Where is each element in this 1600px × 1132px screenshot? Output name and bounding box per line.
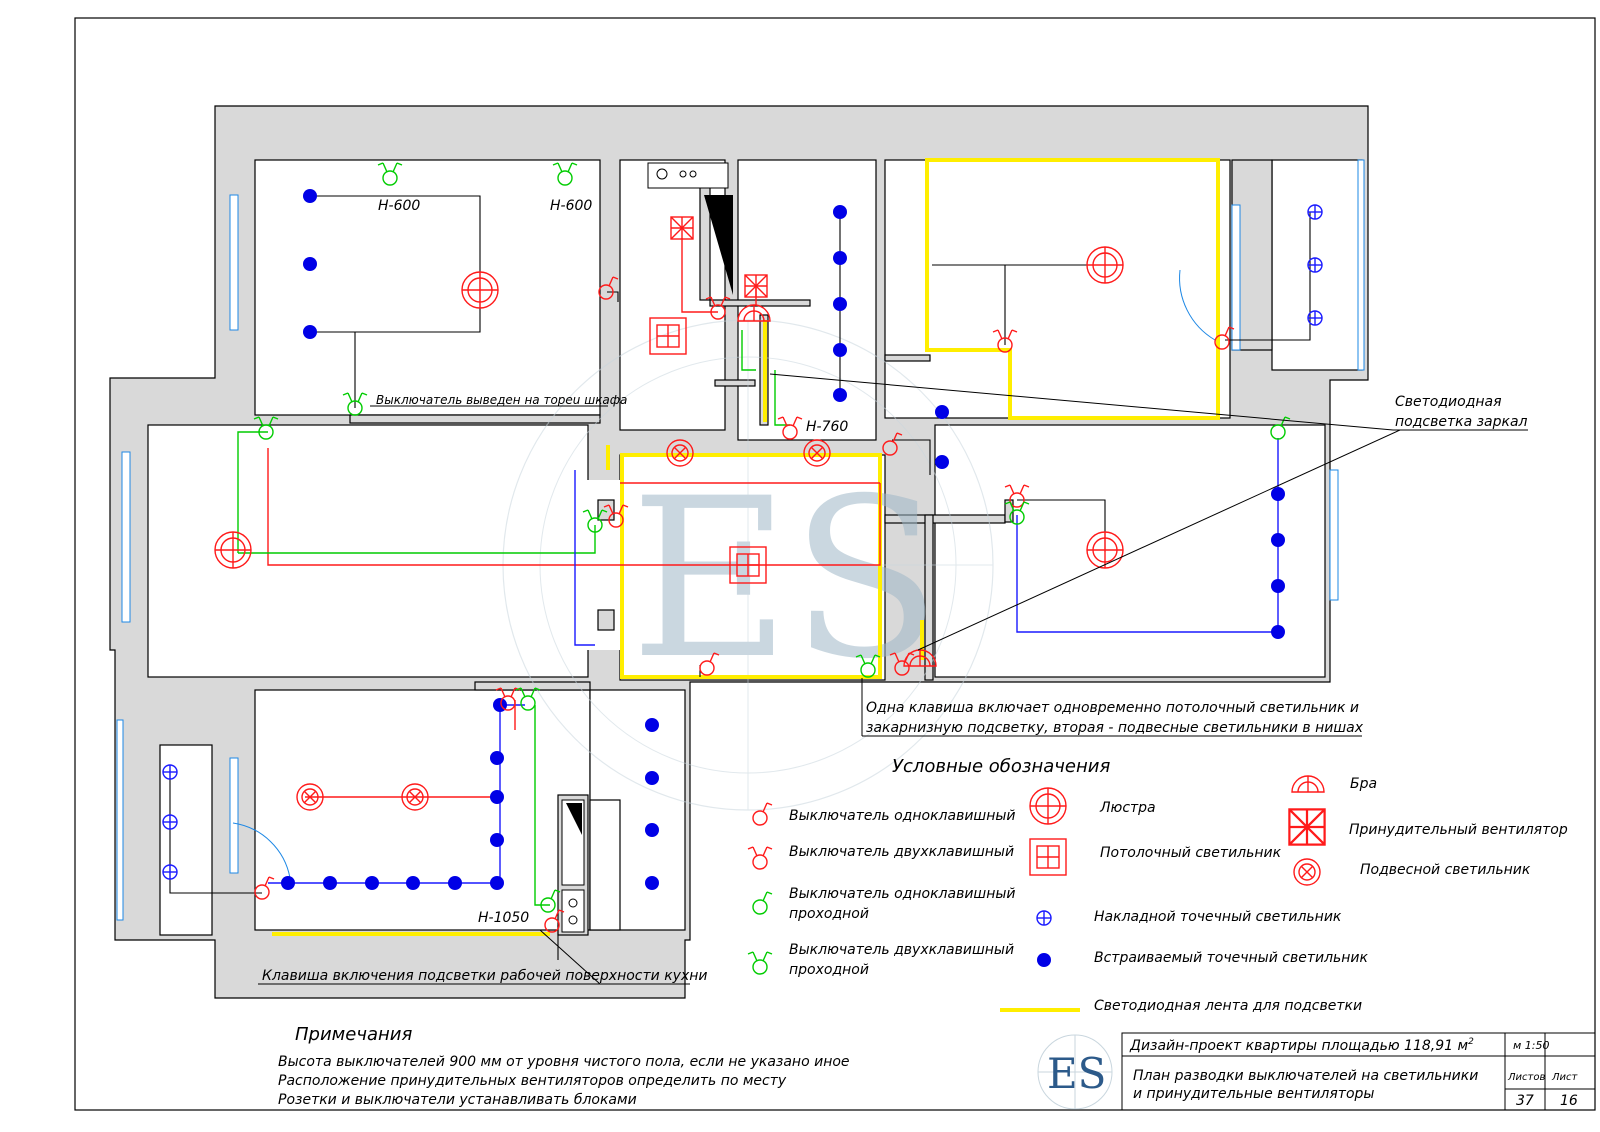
chandelier: [1086, 531, 1124, 569]
exhaust-fan: [744, 274, 768, 298]
scale: м 1:50: [1513, 1039, 1550, 1052]
chandelier: [1086, 246, 1124, 284]
legend-item: Подвесной светильник: [1360, 862, 1531, 878]
surface-spot: [162, 814, 178, 830]
legend-pass-switch-2key-icon: [747, 951, 773, 975]
legend-item: Потолочный светильник: [1100, 845, 1282, 861]
notes-title: Примечания: [295, 1024, 412, 1045]
height-label: Н-1050: [478, 910, 529, 926]
legend-item: Принудительный вентилятор: [1349, 822, 1568, 838]
chandelier: [214, 531, 252, 569]
legend-item: Люстра: [1099, 800, 1156, 816]
kitchen-note: Клавиша включения подсветки рабочей пове…: [262, 968, 707, 984]
surface-spot: [162, 764, 178, 780]
note-line: Расположение принудительных вентиляторов…: [278, 1073, 787, 1089]
led-strips: [272, 158, 1220, 936]
sheet-frame: [74, 17, 1596, 1111]
legend-item: проходной: [789, 906, 869, 922]
project-title: Дизайн-проект квартиры площадью 118,91 м…: [1129, 1037, 1474, 1054]
room-loggia-sw: [159, 744, 213, 936]
legend-ceiling-light-icon: [1029, 838, 1067, 876]
note-line: Розетки и выключатели устанавливать блок…: [278, 1092, 637, 1108]
chandelier: [461, 271, 499, 309]
surface-spot: [1307, 310, 1323, 326]
legend-item: Встраиваемый точечный светильник: [1094, 950, 1369, 966]
legend-item: проходной: [789, 962, 869, 978]
col-sheets: Листов: [1507, 1072, 1545, 1083]
surface-spot: [162, 864, 178, 880]
room-hall: [619, 454, 886, 681]
legend-sconce-icon: [1291, 775, 1325, 793]
room-utility: [589, 799, 621, 931]
legend-pass-switch-1key-icon: [752, 891, 773, 915]
legend-recessed-spot-icon: [1037, 953, 1051, 967]
legend-item: Накладной точечный светильник: [1094, 909, 1342, 925]
cabinet-note: Выключатель выведен на тореu шкафа: [376, 393, 627, 407]
note-line: Высота выключателей 900 мм от уровня чис…: [278, 1054, 850, 1070]
sheet-value: 16: [1560, 1093, 1578, 1109]
legend-item: Выключатель одноклавишный: [789, 886, 1016, 902]
legend-item: Выключатель одноклавишный: [789, 808, 1016, 824]
legend-surface-spot-icon: [1036, 910, 1052, 926]
room-bedroom-e: [934, 424, 1326, 678]
legend-title: Условные обозначения: [892, 756, 1110, 777]
room-kitchen: [254, 689, 591, 931]
col-sheet: Лист: [1551, 1072, 1579, 1083]
legend-item: Выключатель двухклавишный: [789, 942, 1014, 958]
recessed-spot: [303, 257, 317, 271]
title-block: ES Дизайн-проект квартиры площадью 118,9…: [1037, 1032, 1596, 1111]
fixtures: [162, 162, 1323, 933]
niche-note: Одна клавиша включает одновременно потол…: [866, 700, 1359, 716]
legend-item: Бра: [1350, 776, 1377, 792]
legend-fan-icon: [1288, 808, 1326, 846]
height-label: Н-760: [806, 419, 848, 435]
led-mirror-note: Светодиодная: [1395, 394, 1502, 410]
plan-labels: Н-600 Н-600 Н-760 Н-1050 Выключатель выв…: [258, 198, 1528, 985]
niche-note: закарнизную подсветку, вторая - подвесны…: [866, 720, 1364, 736]
sheet-title: и принудительные вентиляторы: [1133, 1086, 1374, 1102]
sheet-title: План разводки выключателей на светильник…: [1133, 1068, 1478, 1084]
legend-item: Выключатель двухклавишный: [789, 844, 1014, 860]
surface-spot: [1307, 204, 1323, 220]
exhaust-fan: [670, 216, 694, 240]
wiring: [169, 195, 1311, 960]
legend-switch-2key-icon: [747, 846, 773, 870]
room-living: [147, 424, 589, 678]
legend-pendant-icon: [1293, 858, 1321, 886]
legend-item: Светодиодная лента для подсветки: [1094, 998, 1362, 1014]
legend-chandelier-icon: [1029, 787, 1067, 825]
notes: Примечания Высота выключателей 900 мм от…: [278, 1024, 850, 1108]
height-label: Н-600: [550, 198, 592, 214]
led-mirror-note: подсветка заркал: [1395, 414, 1528, 430]
recessed-spot: [303, 189, 317, 203]
sheets-value: 37: [1516, 1093, 1534, 1109]
watermark-text: ES: [630, 451, 941, 707]
legend: Условные обозначения Выключатель однокла…: [747, 756, 1568, 1014]
logo: ES: [1047, 1049, 1106, 1098]
height-label: Н-600: [378, 198, 420, 214]
room-bedroom-ne: [884, 159, 1231, 419]
recessed-spot: [303, 325, 317, 339]
legend-switch-1key-icon: [752, 802, 773, 826]
surface-spot: [1307, 257, 1323, 273]
